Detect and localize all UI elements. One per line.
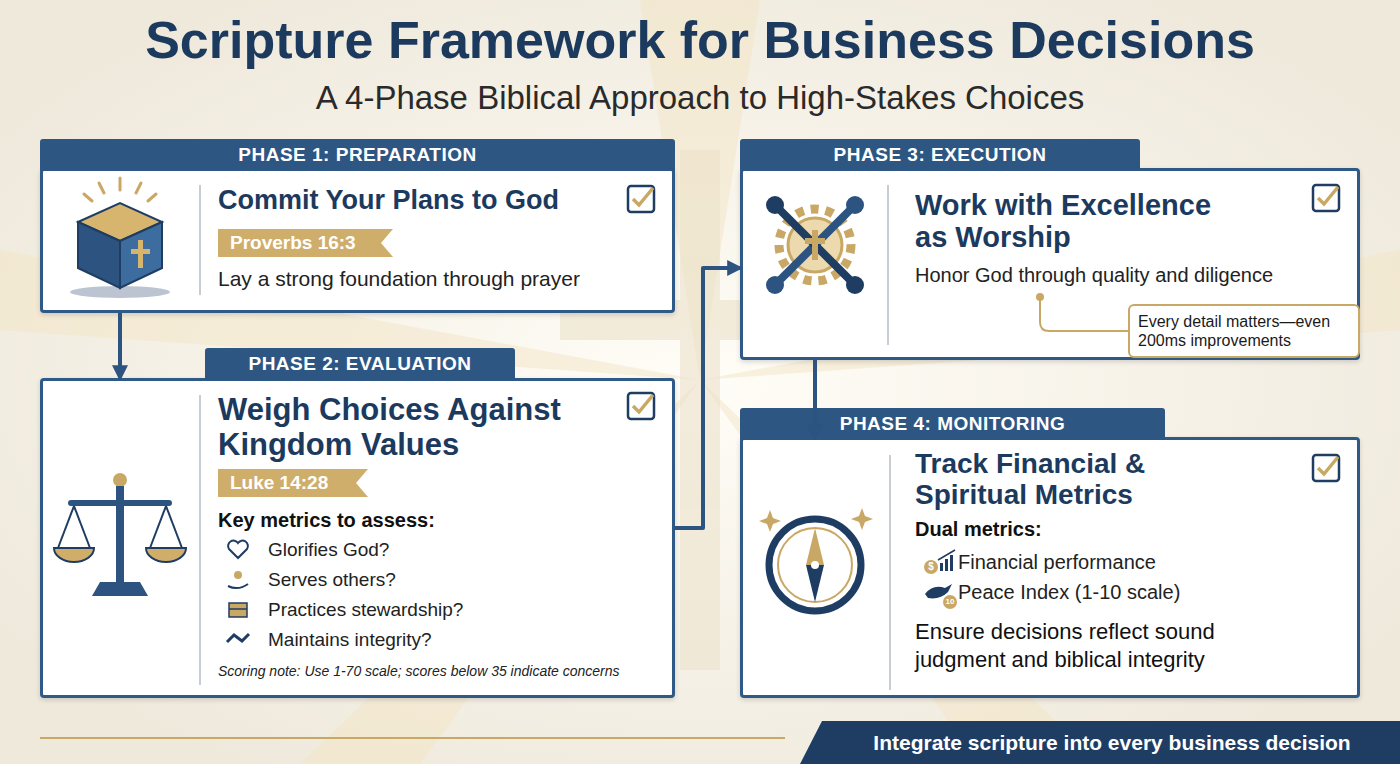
metric-item: Glorifies God? bbox=[268, 539, 389, 561]
phase-description: Honor God through quality and diligence bbox=[915, 263, 1335, 287]
flow-arrow bbox=[118, 313, 122, 378]
metric-item: Peace Index (1-10 scale) bbox=[958, 581, 1180, 603]
footer-band-shape bbox=[800, 721, 1400, 764]
phase-description: Lay a strong foundation through prayer bbox=[218, 266, 658, 291]
phase-heading: Track Financial & Spiritual Metrics bbox=[915, 448, 1215, 511]
phase-tab: PHASE 4: MONITORING bbox=[740, 408, 1165, 440]
phase-tab: PHASE 3: EXECUTION bbox=[740, 139, 1140, 171]
phase-tab: PHASE 1: PREPARATION bbox=[40, 139, 675, 171]
phase-box: PHASE 1: PREPARATIONCommit Your Plans to… bbox=[40, 168, 675, 313]
phase-heading: Commit Your Plans to God bbox=[218, 185, 638, 215]
scripture-ribbon-shape bbox=[218, 229, 393, 257]
metric-item: Maintains integrity? bbox=[268, 629, 432, 651]
footer-rule bbox=[40, 737, 785, 739]
phase-box: PHASE 2: EVALUATIONWeigh Choices Against… bbox=[40, 378, 675, 698]
phase-summary: Ensure decisions reflect sound judgment … bbox=[915, 618, 1265, 673]
icon-symbol: $ bbox=[924, 560, 938, 574]
footer-band: Integrate scripture into every business … bbox=[800, 721, 1400, 764]
scripture-ribbon-shape bbox=[218, 469, 368, 497]
scripture-reference: Luke 14:28 bbox=[218, 469, 368, 497]
flow-arrow bbox=[675, 268, 740, 528]
scripture-reference: Proverbs 16:3 bbox=[218, 229, 393, 257]
list-heading: Dual metrics: bbox=[915, 518, 1042, 541]
phase-heading: Work with Excellence as Worship bbox=[915, 189, 1250, 254]
phase-tab: PHASE 2: EVALUATION bbox=[205, 348, 515, 380]
list-heading: Key metrics to assess: bbox=[218, 509, 435, 532]
diagram-title: Scripture Framework for Business Decisio… bbox=[0, 8, 1400, 72]
phase-heading: Weigh Choices Against Kingdom Values bbox=[218, 393, 618, 462]
icon-number: 10 bbox=[943, 597, 957, 607]
watermark-cross bbox=[680, 150, 720, 670]
scripture-ribbon: Luke 14:28 bbox=[218, 469, 368, 497]
subtitle: A 4-Phase Biblical Approach to High-Stak… bbox=[0, 76, 1400, 120]
callout-text: Every detail matters—even 200ms improvem… bbox=[1130, 306, 1358, 356]
metric-item: Practices stewardship? bbox=[268, 599, 463, 621]
metric-item: Financial performance bbox=[958, 551, 1156, 573]
metric-item: Serves others? bbox=[268, 569, 396, 591]
scripture-ribbon: Proverbs 16:3 bbox=[218, 229, 393, 257]
callout-box: Every detail matters—even 200ms improvem… bbox=[1128, 304, 1360, 358]
scoring-note: Scoring note: Use 1-70 scale; scores bel… bbox=[218, 663, 663, 679]
phase-box: PHASE 4: MONITORINGTrack Financial & Spi… bbox=[740, 437, 1360, 698]
phase-box: PHASE 3: EXECUTIONWork with Excellence a… bbox=[740, 168, 1360, 360]
footer-text: Integrate scripture into every business … bbox=[800, 721, 1400, 764]
